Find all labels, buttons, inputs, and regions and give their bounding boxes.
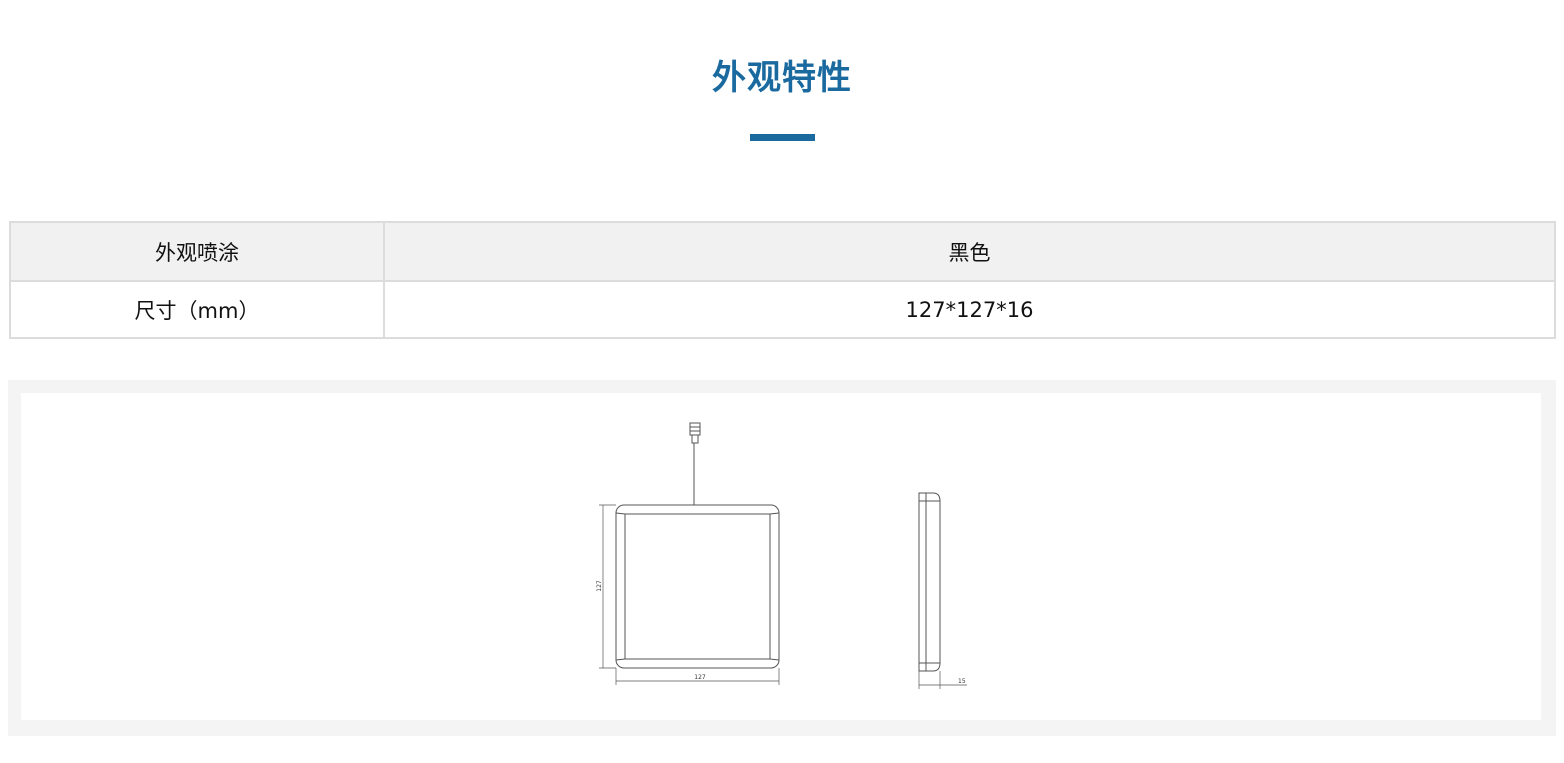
- drawing-canvas: 127 127 15: [21, 393, 1541, 720]
- spec-label-finish: 外观喷涂: [9, 221, 385, 282]
- connector-body: [689, 422, 701, 436]
- section-title: 外观特性: [712, 58, 852, 98]
- panel-corner: [769, 658, 780, 661]
- side-profile: [918, 492, 941, 672]
- title-underline: [750, 134, 815, 141]
- dimension-label-width: 127: [694, 674, 706, 681]
- spec-table: 外观喷涂 黑色 尺寸（mm） 127*127*16: [9, 221, 1556, 339]
- panel-corner: [769, 512, 780, 515]
- panel-outer: [615, 504, 780, 669]
- table-row: 尺寸（mm） 127*127*16: [9, 280, 1556, 339]
- technical-drawing: 127 127 15: [596, 422, 967, 689]
- spec-label-size: 尺寸（mm）: [9, 280, 385, 339]
- side-view: [918, 492, 967, 689]
- panel-inner: [624, 513, 771, 660]
- spec-value-finish: 黑色: [383, 221, 1556, 282]
- connector-neck: [691, 434, 699, 444]
- dimension-label-height: 127: [596, 580, 603, 592]
- panel-corner: [615, 512, 626, 515]
- panel-corner: [615, 658, 626, 661]
- spec-value-size: 127*127*16: [383, 280, 1556, 339]
- dimension-label-thickness: 15: [958, 678, 966, 685]
- table-row: 外观喷涂 黑色: [9, 221, 1556, 282]
- front-view: [599, 422, 780, 685]
- drawing-frame: 127 127 15: [8, 380, 1556, 736]
